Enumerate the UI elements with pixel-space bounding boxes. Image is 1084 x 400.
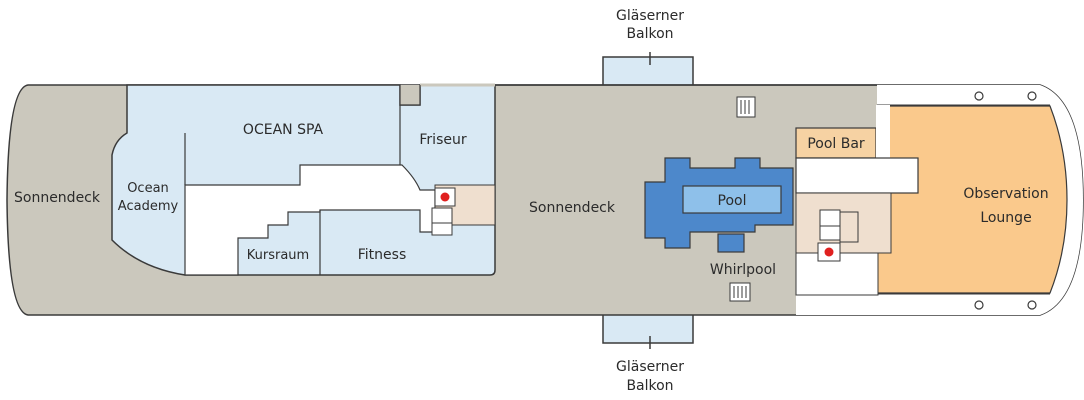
pool-bar-area — [795, 127, 877, 159]
pool-bar-label: Pool Bar — [807, 136, 865, 152]
observation-lounge-area — [876, 105, 1068, 294]
friseur-label: Friseur — [419, 132, 466, 148]
balcony-top-label-line2: Balkon — [626, 26, 673, 42]
bow-light-4 — [1027, 300, 1037, 310]
ocean-spa-label: OCEAN SPA — [243, 122, 324, 138]
spa-notch — [399, 85, 421, 106]
bar-stairs-block — [839, 211, 859, 243]
bar-stairs-step-2 — [819, 225, 841, 241]
pool-label: Pool — [718, 193, 747, 209]
bar-counter — [795, 157, 919, 194]
bar-elevator-marker — [824, 247, 834, 257]
bow-light-3 — [974, 300, 984, 310]
ocean-academy-label-line2: Academy — [118, 199, 179, 214]
fitness-label: Fitness — [358, 247, 407, 263]
glass-balcony-top — [602, 56, 694, 88]
stairs-bottom-center — [729, 282, 751, 302]
bar-stairs-step-1 — [819, 209, 841, 227]
balcony-bottom-label-line1: Gläserner — [616, 359, 684, 375]
sun-deck-center-label: Sonnendeck — [529, 200, 616, 216]
spa-stairs-step-1 — [431, 207, 453, 224]
pool-inner — [682, 185, 782, 214]
bow-light-1 — [974, 91, 984, 101]
observation-lounge-label-line1: Observation — [963, 186, 1048, 202]
spa-complex — [111, 84, 877, 276]
glass-balcony-bottom — [602, 312, 694, 344]
balcony-top-label-line1: Gläserner — [616, 8, 684, 24]
spa-stairs-step-2 — [431, 222, 453, 236]
ocean-academy-label-line1: Ocean — [127, 181, 169, 196]
kursraum-label: Kursraum — [247, 248, 309, 263]
bow-light-2 — [1027, 91, 1037, 101]
whirlpool-basin — [717, 233, 745, 253]
observation-lounge-label-line2: Lounge — [980, 210, 1031, 226]
stairs-top-center — [736, 96, 756, 118]
balcony-bottom-label-line2: Balkon — [626, 378, 673, 394]
spa-elevator-marker — [440, 192, 450, 202]
sun-deck-left-label: Sonnendeck — [14, 190, 101, 206]
whirlpool-label: Whirlpool — [710, 262, 776, 278]
spa-inner-corridor — [184, 164, 436, 276]
